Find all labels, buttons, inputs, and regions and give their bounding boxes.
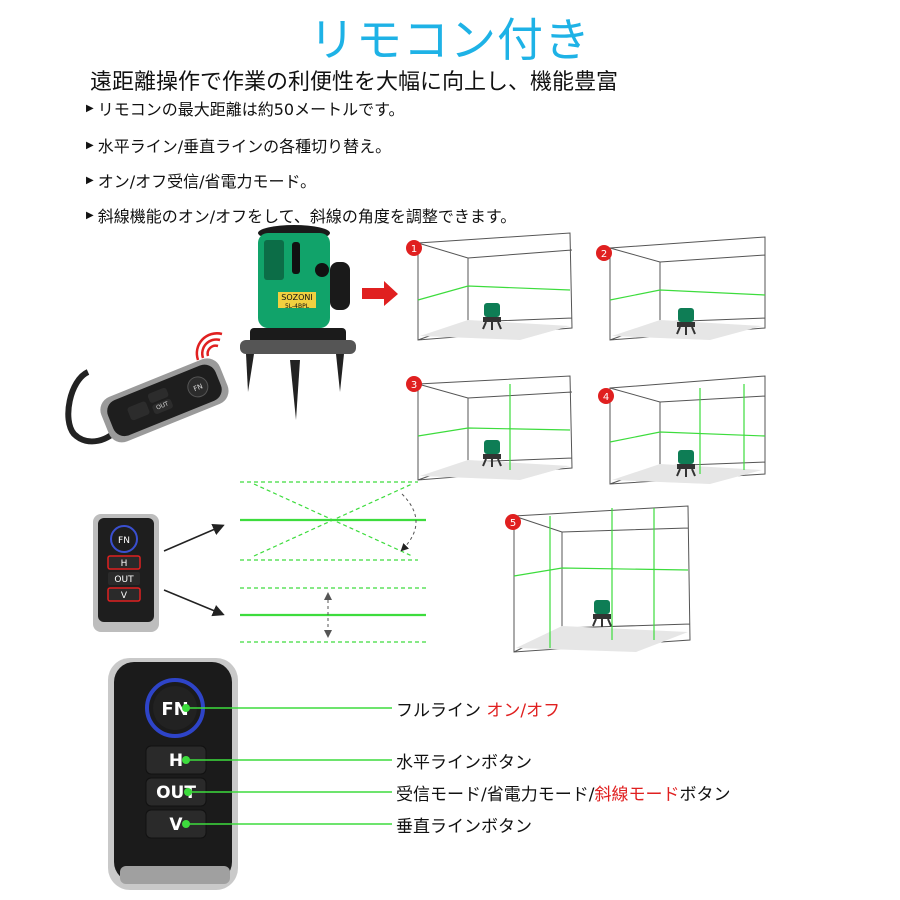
- horizontal-lines-diagram: [240, 587, 426, 643]
- mode-4-number: 4: [603, 392, 609, 403]
- svg-text:FN: FN: [192, 382, 204, 393]
- laser-level-device: SOZONI 5L-4BPL: [240, 225, 356, 420]
- remote-large-v: V: [169, 815, 183, 835]
- page-title: リモコン付き: [309, 13, 591, 67]
- mode-3-number: 3: [411, 380, 417, 391]
- diagonal-lines-diagram: [240, 481, 426, 561]
- device-brand-label: SOZONI: [281, 293, 313, 302]
- mode-3-diagram: 3: [406, 375, 573, 481]
- feature-bullet: ▶リモコンの最大距離は約50メートルです。: [86, 100, 405, 119]
- mode-5-diagram: 5: [505, 505, 691, 653]
- feature-bullet: ▶水平ライン/垂直ラインの各種切り替え。: [86, 137, 392, 156]
- mode-1-diagram: 1: [406, 232, 573, 341]
- remote-large: FN H OUT V: [108, 658, 238, 890]
- remote-small: FN H OUT V: [93, 514, 159, 632]
- device-model-label: 5L-4BPL: [285, 303, 310, 310]
- remote-large-fn: FN: [161, 699, 188, 720]
- remote-small-out: OUT: [114, 575, 134, 585]
- callout-fn: フルライン オン/オフ: [396, 701, 561, 721]
- svg-text:OUT: OUT: [155, 400, 170, 411]
- feature-bullet: ▶オン/オフ受信/省電力モード。: [86, 172, 317, 191]
- feature-bullet: ▶斜線機能のオン/オフをして、斜線の角度を調整できます。: [86, 207, 517, 226]
- remote-large-out: OUT: [156, 783, 196, 803]
- remote-small-h: H: [121, 559, 128, 569]
- remote-with-lanyard: FN OUT: [65, 332, 229, 445]
- callout-lines: [182, 704, 392, 828]
- callout-out: 受信モード/省電力モード/斜線モードボタン: [396, 785, 731, 805]
- mode-1-number: 1: [411, 244, 417, 255]
- callout-h: 水平ラインボタン: [396, 753, 532, 773]
- remote-small-fn: FN: [118, 536, 130, 546]
- remote-large-h: H: [169, 751, 183, 771]
- subtitle: 遠距離操作で作業の利便性を大幅に向上し、機能豊富: [90, 70, 619, 95]
- mode-5-number: 5: [510, 518, 516, 529]
- arrow-icon: [163, 524, 225, 552]
- remote-small-v: V: [121, 591, 128, 601]
- arrow-icon: [163, 589, 225, 617]
- callout-v: 垂直ラインボタン: [396, 817, 532, 837]
- mode-2-diagram: 2: [596, 236, 766, 341]
- mode-2-number: 2: [601, 249, 607, 260]
- mode-4-diagram: 4: [598, 375, 766, 485]
- red-arrow-icon: [362, 281, 398, 306]
